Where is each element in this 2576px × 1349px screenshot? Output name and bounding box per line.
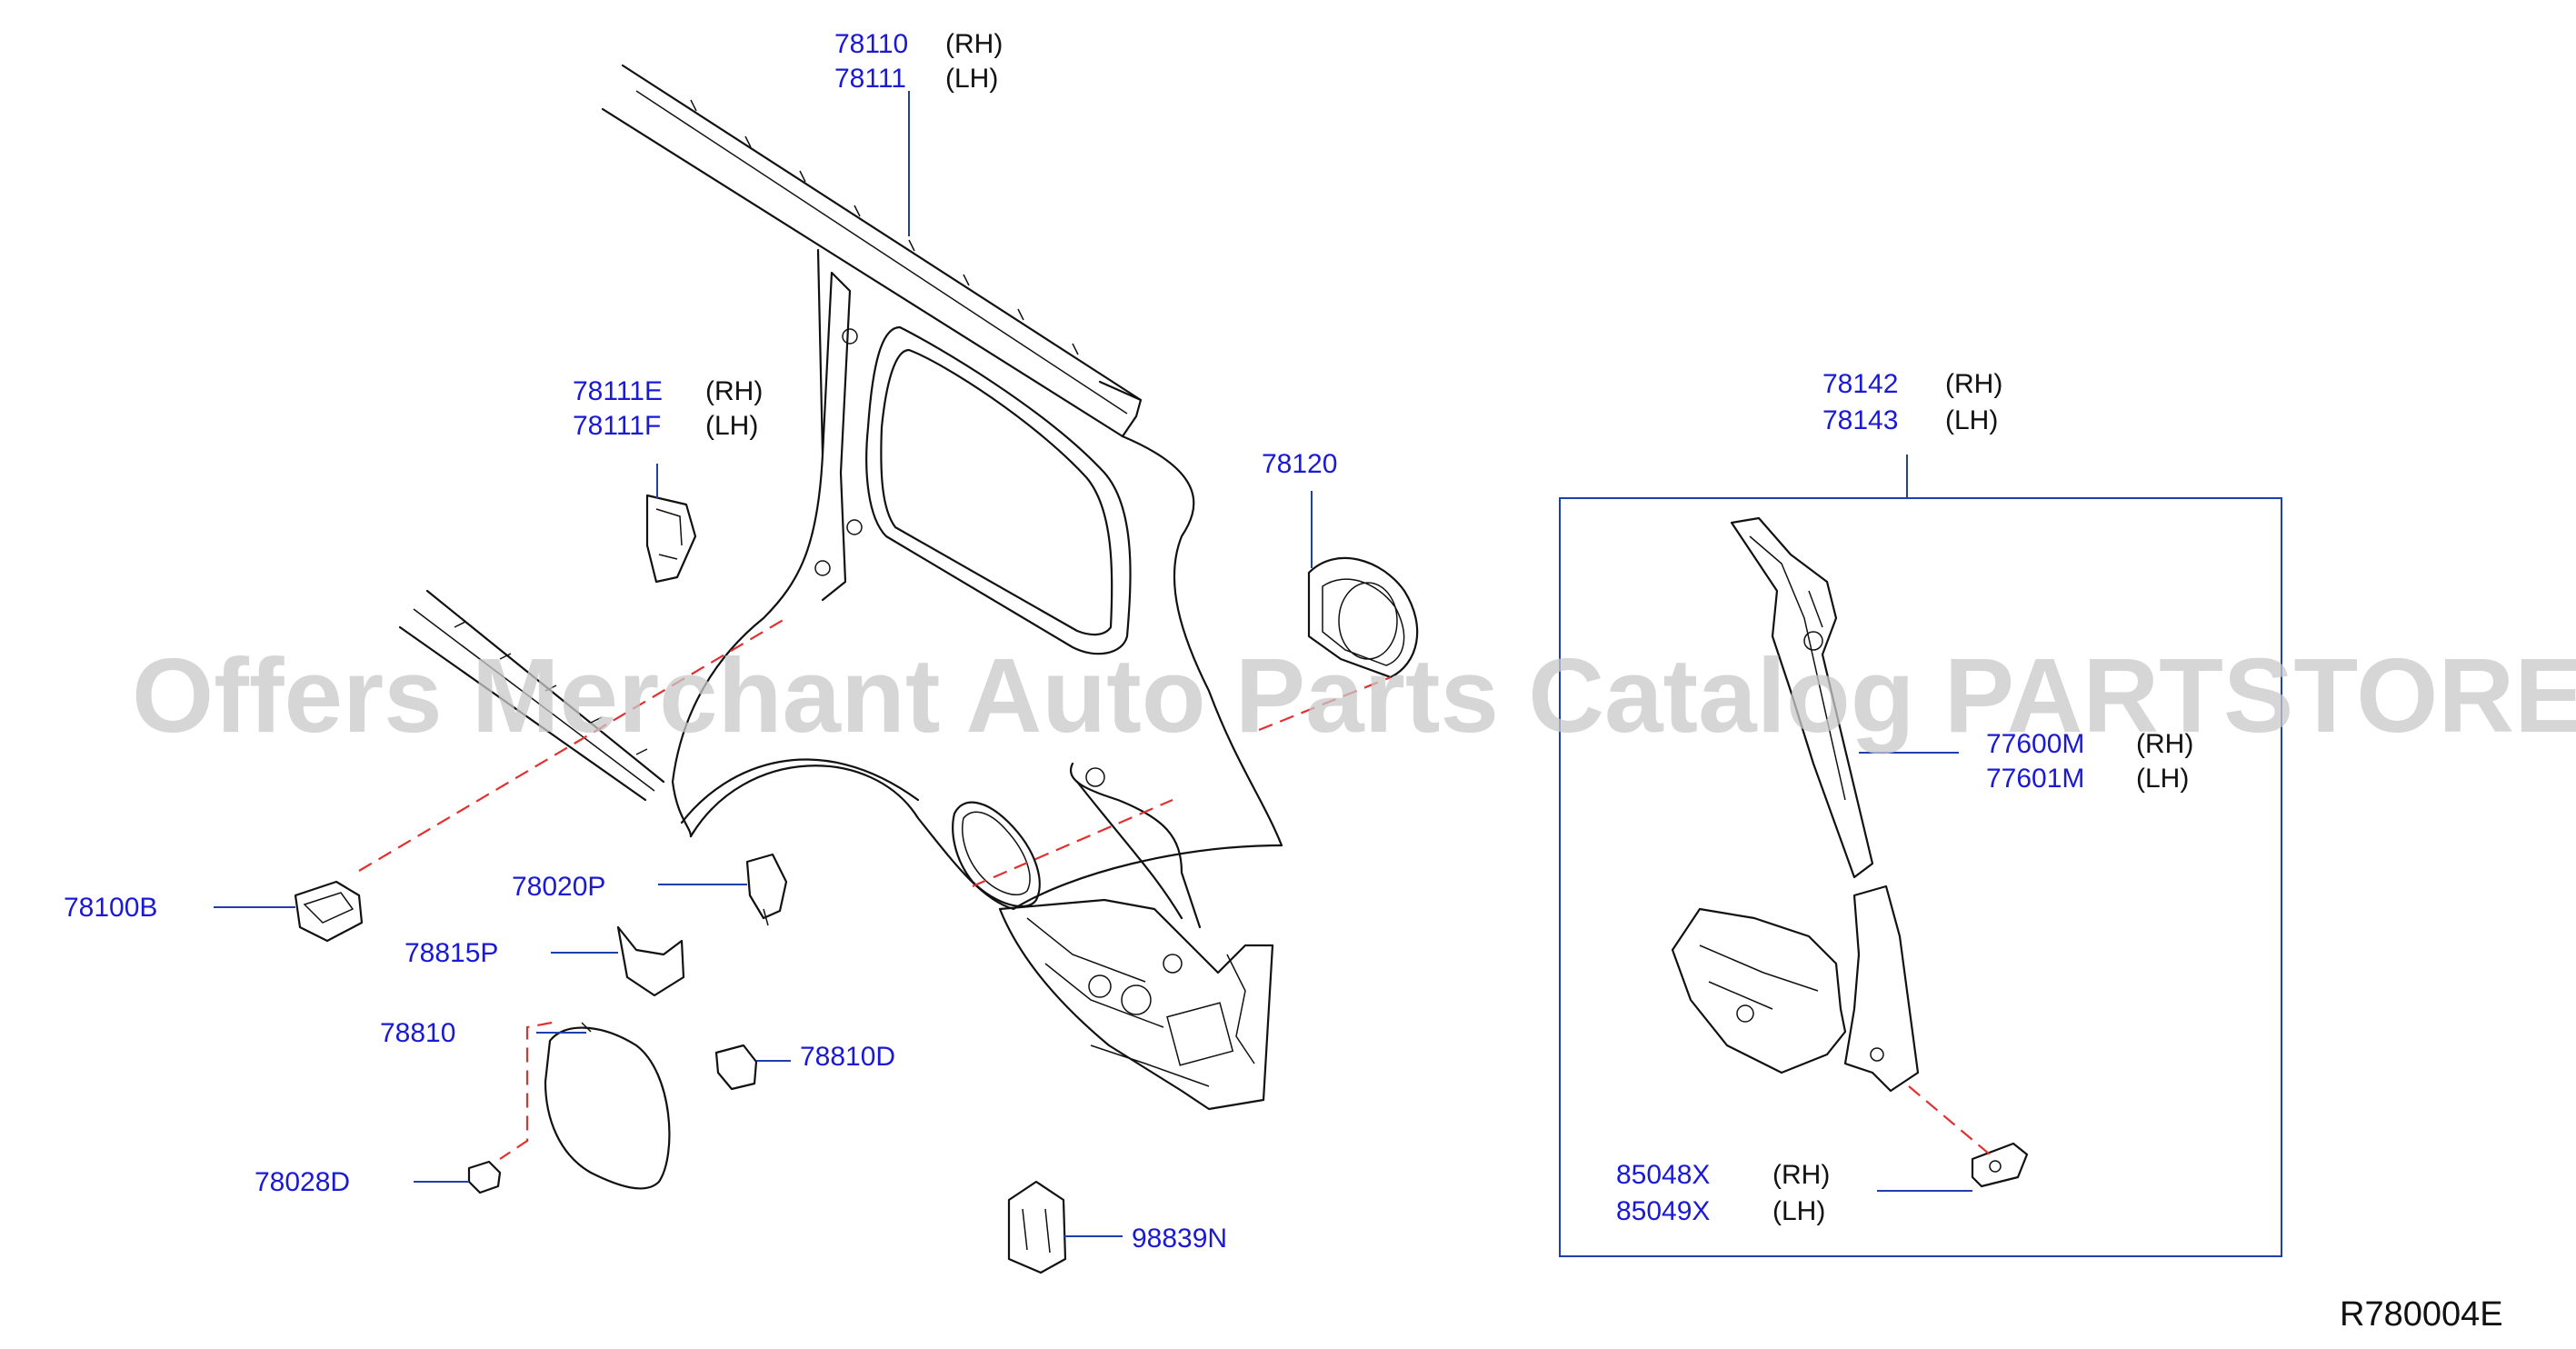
dashed-connectors bbox=[358, 617, 1996, 1160]
part-78111E-bracket-drawing bbox=[645, 494, 697, 584]
part-number-85049X[interactable]: 85049X bbox=[1616, 1196, 1710, 1226]
part-number-78028D[interactable]: 78028D bbox=[255, 1167, 350, 1197]
part-number-78120[interactable]: 78120 bbox=[1262, 449, 1337, 479]
rear-fender-panel-drawing bbox=[398, 64, 1283, 1111]
callout-labels: 78110 (RH) 78111 (LH) 78111E (RH) 78111F… bbox=[64, 29, 2193, 1254]
part-number-77600M[interactable]: 77600M bbox=[1986, 729, 2084, 759]
side-85049X: (LH) bbox=[1772, 1196, 1825, 1226]
part-number-77601M[interactable]: 77601M bbox=[1986, 764, 2084, 794]
part-78810-fuel-lid-drawing bbox=[544, 1022, 671, 1190]
side-78111: (LH) bbox=[945, 64, 998, 94]
assembly-78142-box bbox=[1559, 497, 2282, 1257]
side-77601M: (LH) bbox=[2136, 764, 2189, 794]
part-98839N-bracket-drawing bbox=[1007, 1180, 1067, 1274]
side-77600M: (RH) bbox=[2136, 729, 2193, 759]
part-number-78143[interactable]: 78143 bbox=[1822, 405, 1898, 435]
part-number-78111E[interactable]: 78111E bbox=[573, 376, 663, 406]
side-85048X: (RH) bbox=[1772, 1160, 1830, 1190]
drawing-code: R780004E bbox=[2340, 1295, 2503, 1334]
part-number-78111[interactable]: 78111 bbox=[834, 64, 906, 94]
side-78111E: (RH) bbox=[705, 376, 763, 406]
side-78142: (RH) bbox=[1945, 369, 2002, 399]
part-78020P-grommet-drawing bbox=[745, 853, 788, 926]
part-number-78110[interactable]: 78110 bbox=[834, 29, 908, 59]
part-78815P-bracket-drawing bbox=[616, 925, 685, 997]
part-77600M-rail-drawing bbox=[1730, 516, 1874, 879]
side-78110: (RH) bbox=[945, 29, 1003, 59]
part-number-85048X[interactable]: 85048X bbox=[1616, 1160, 1710, 1190]
part-78120-filler-pocket-drawing bbox=[1307, 556, 1419, 679]
part-number-98839N[interactable]: 98839N bbox=[1132, 1224, 1227, 1254]
part-number-78810[interactable]: 78810 bbox=[380, 1018, 455, 1048]
part-78142-inner-panel-drawing bbox=[1671, 884, 1920, 1093]
part-number-78815P[interactable]: 78815P bbox=[404, 938, 498, 968]
part-78028D-screw-drawing bbox=[467, 1160, 502, 1194]
part-85048X-bracket-drawing bbox=[1971, 1142, 2029, 1188]
leader-lines bbox=[214, 91, 1972, 1237]
part-number-78142[interactable]: 78142 bbox=[1822, 369, 1898, 399]
watermark: Offers Merchant Auto Parts Catalog PARTS… bbox=[132, 636, 2576, 754]
side-78143: (LH) bbox=[1945, 405, 1998, 435]
part-number-78111F[interactable]: 78111F bbox=[573, 411, 661, 441]
part-number-78020P[interactable]: 78020P bbox=[512, 872, 605, 902]
part-78810D-bumper-drawing bbox=[714, 1044, 758, 1091]
side-78111F: (LH) bbox=[705, 411, 758, 441]
part-78100B-clip-drawing bbox=[294, 880, 364, 943]
part-number-78100B[interactable]: 78100B bbox=[64, 893, 157, 923]
part-number-78810D[interactable]: 78810D bbox=[800, 1042, 895, 1072]
